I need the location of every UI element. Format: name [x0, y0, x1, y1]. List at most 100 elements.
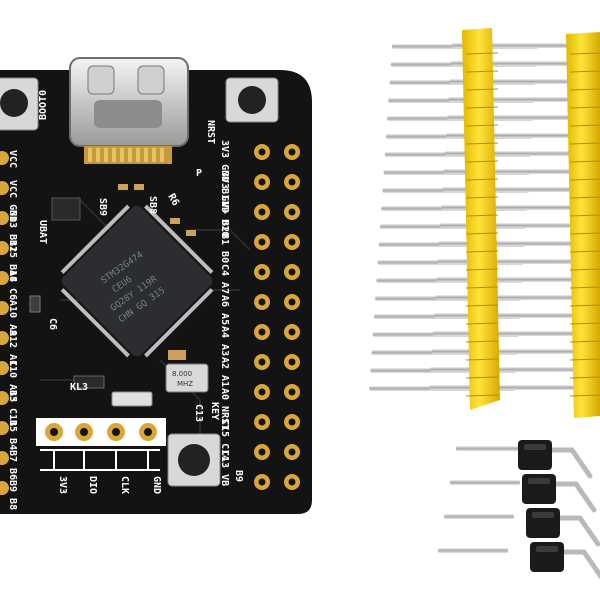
pad-hole	[288, 208, 296, 216]
label-p: P	[196, 168, 202, 179]
header-pin	[435, 295, 584, 300]
pad	[0, 481, 9, 495]
header-plastic-strip	[566, 32, 600, 418]
header-pin	[430, 367, 579, 372]
left-pin-label: C10 A15	[7, 360, 18, 402]
header-pin	[432, 331, 581, 336]
header-plastic-divider	[569, 376, 600, 379]
header-plastic-divider	[465, 358, 499, 361]
label-c13-key: C13	[193, 404, 204, 422]
pad-hole	[258, 448, 266, 456]
right-angle-pin-bent	[545, 447, 593, 479]
usb-c-connector	[69, 57, 189, 164]
left-pin-label: A10 A9	[7, 300, 18, 336]
header-plastic-divider	[569, 304, 600, 307]
right-pin-label: B9	[233, 470, 244, 482]
header-plastic-divider	[569, 322, 600, 325]
gold-pads	[0, 144, 300, 495]
header-plastic-divider	[569, 286, 600, 289]
pad-hole	[258, 478, 266, 486]
header-plastic-divider	[465, 52, 499, 55]
right-pin-label: 3V3 GND B11	[219, 140, 230, 206]
header-plastic-strip	[462, 28, 500, 410]
pad	[0, 331, 9, 345]
header-pin	[442, 187, 591, 192]
header-plastic-divider	[465, 214, 499, 217]
header-plastic-divider	[569, 124, 600, 127]
right-pin-label: C4 A7	[219, 264, 230, 294]
pad-hole	[288, 328, 296, 336]
pad	[0, 421, 9, 435]
header-plastic-divider	[569, 232, 600, 235]
pad	[0, 301, 9, 315]
right-pin-label: A2 A1	[219, 357, 230, 387]
header-plastic-divider	[569, 52, 600, 55]
header-pin	[441, 205, 590, 210]
pad-hole	[288, 238, 296, 246]
right-angle-pin	[438, 548, 508, 553]
header-plastic-divider	[569, 88, 600, 91]
pad	[0, 391, 9, 405]
crystal-unit: MHZ	[177, 380, 193, 388]
left-pin-label: A12 A11	[7, 330, 18, 372]
right-angle-plastic-highlight	[536, 546, 558, 552]
pad-hole	[258, 418, 266, 426]
right-pin-label: C13 VB	[219, 450, 230, 486]
right-angle-pin	[450, 480, 520, 485]
straight-pin-headers	[369, 28, 600, 418]
header-plastic-divider	[465, 106, 499, 109]
header-plastic-divider	[465, 88, 499, 91]
pad-hole	[288, 388, 296, 396]
right-pin-label: A6 A5	[219, 295, 230, 325]
label-kl3: KL3	[70, 382, 88, 393]
smd-components	[29, 184, 196, 407]
right-pin-label: A4 A3	[219, 326, 230, 356]
pad-hole	[288, 478, 296, 486]
swd-header	[36, 418, 166, 471]
label-r6: R6	[165, 192, 181, 208]
right-angle-pin-bent	[553, 515, 600, 547]
header-pin	[440, 223, 588, 228]
mcu-chip: STM32G474 CEU6 GQ28Y 119R CHN GQ 315	[60, 204, 214, 358]
pad-hole	[288, 358, 296, 366]
header-plastic-divider	[569, 70, 600, 73]
pad-hole	[258, 358, 266, 366]
label-nrst: NRST	[205, 120, 216, 144]
pad	[0, 271, 9, 285]
label-boot0: BOOT0	[38, 90, 49, 120]
left-pin-label: VCC	[7, 150, 18, 168]
right-angle-header	[438, 440, 600, 580]
pad-hole	[288, 268, 296, 276]
pad-hole	[258, 148, 266, 156]
header-pin	[429, 385, 578, 390]
header-plastic-divider	[465, 376, 499, 379]
header-plastic-divider	[465, 124, 499, 127]
header-plastic-divider	[465, 304, 499, 307]
pad	[0, 211, 9, 225]
label-key: KEY	[209, 402, 220, 420]
header-plastic-divider	[465, 70, 499, 73]
left-pin-label: VCC GND	[7, 180, 18, 222]
pad	[0, 241, 9, 255]
pad-hole	[288, 448, 296, 456]
header-plastic-divider	[569, 178, 600, 181]
pad-hole	[258, 328, 266, 336]
pad-hole	[258, 208, 266, 216]
right-pin-label: A0 NRST	[219, 388, 230, 430]
header-plastic-divider	[465, 340, 499, 343]
pad-hole	[288, 298, 296, 306]
right-pin-label: 3V3 GND B10	[219, 171, 230, 237]
header-plastic-divider	[465, 160, 499, 163]
pad	[0, 181, 9, 195]
label-ubat: UBAT	[37, 220, 48, 244]
header-plastic-divider	[569, 160, 600, 163]
header-plastic-divider	[569, 394, 600, 397]
label-sb8: SB8	[147, 196, 158, 214]
header-plastic-divider	[465, 286, 499, 289]
pad-hole	[258, 388, 266, 396]
pad-hole	[288, 148, 296, 156]
swd-label-dio: DIO	[87, 476, 98, 494]
header-plastic-divider	[465, 178, 499, 181]
left-pin-label: B3 C11	[7, 390, 18, 426]
